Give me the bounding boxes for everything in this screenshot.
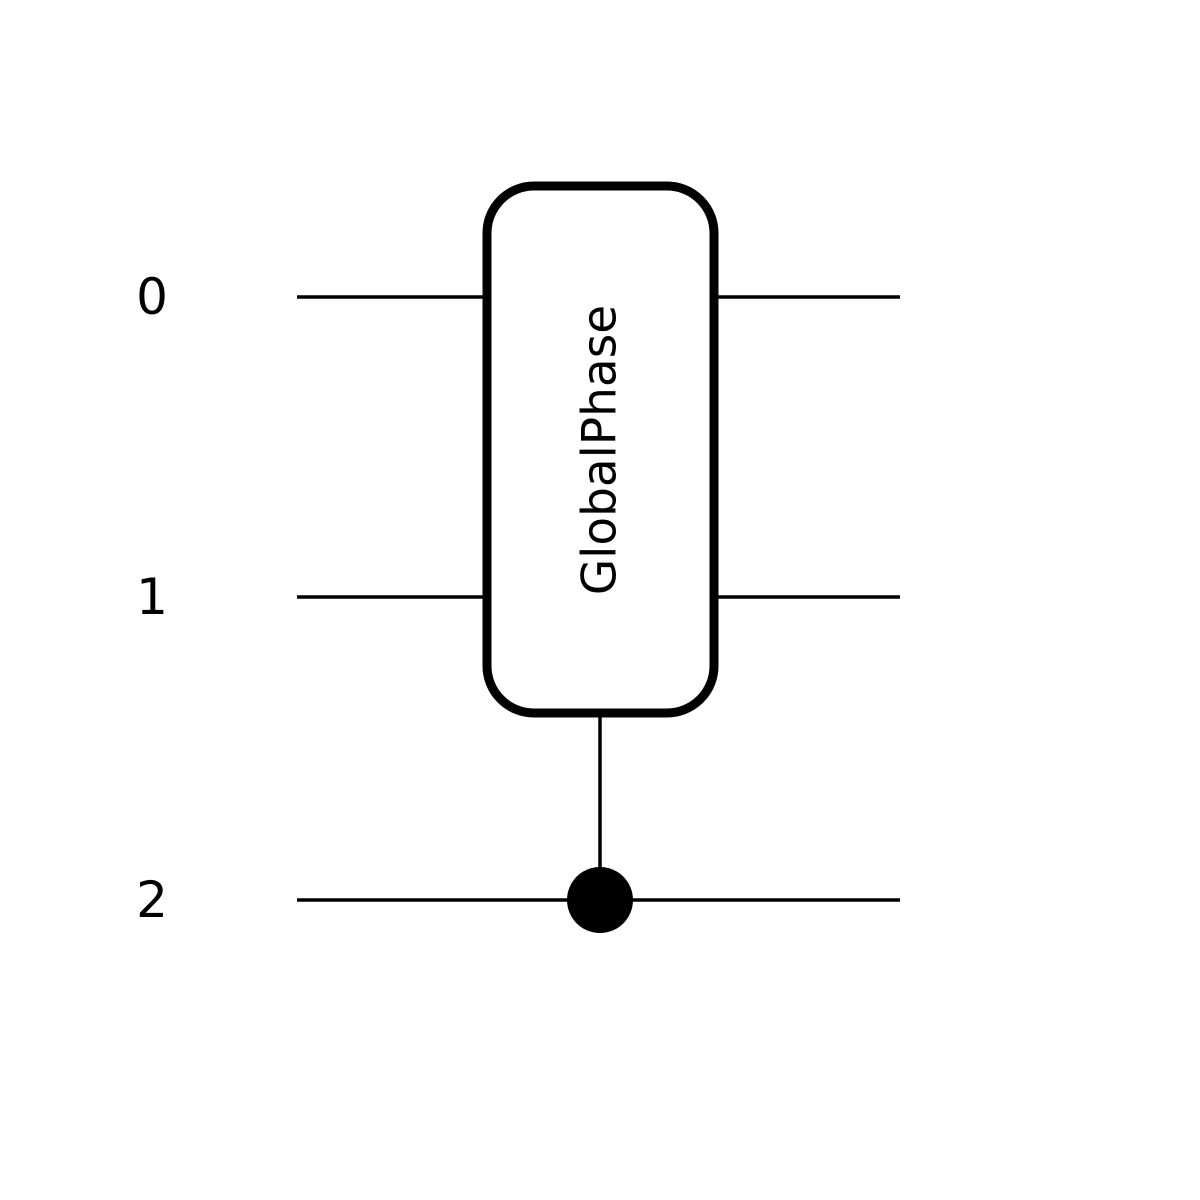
qubit-label-1: 1 <box>136 568 168 626</box>
globalphase-gate-box <box>482 181 719 718</box>
qubit-label-2: 2 <box>136 871 168 929</box>
globalphase-gate-label: GlobalPhase <box>573 305 628 595</box>
control-dot <box>567 867 633 933</box>
qubit-label-0: 0 <box>136 268 168 326</box>
